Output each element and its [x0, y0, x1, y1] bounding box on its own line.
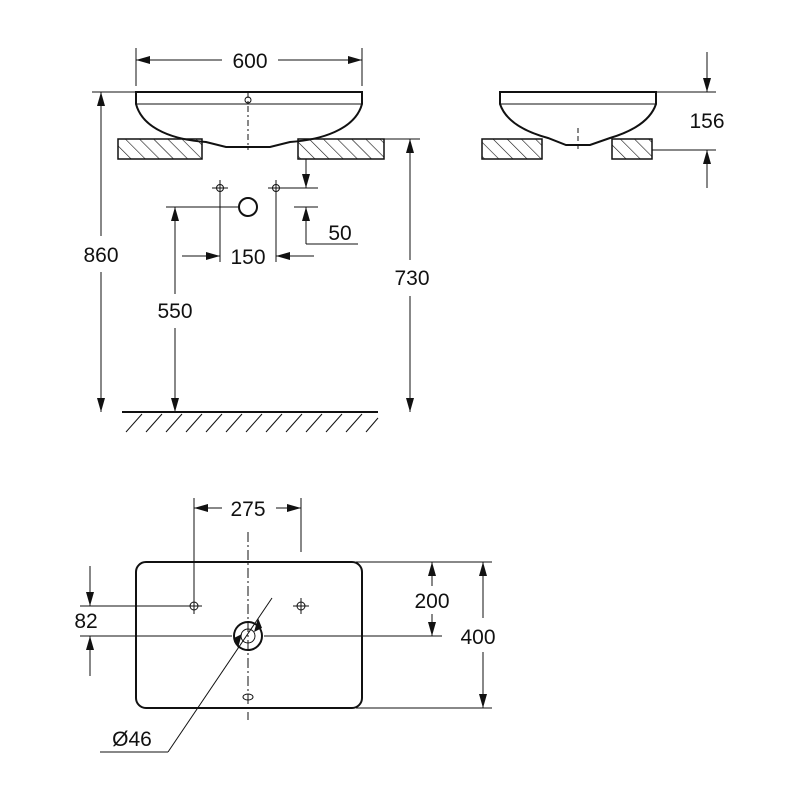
dim-label-275: 275 [230, 498, 265, 521]
front-elevation-view: 600 860 730 [83, 48, 430, 433]
connection-points [212, 180, 284, 217]
dimension-top-basin-depth: 400 [356, 562, 496, 709]
basin-top-outline [135, 561, 363, 709]
dim-label-400: 400 [460, 626, 495, 649]
dim-label-82: 82 [74, 610, 97, 633]
dimension-basin-width: 600 [135, 48, 363, 86]
top-tap-holes [186, 598, 309, 614]
dimension-rim-height: 730 [384, 138, 430, 412]
dimension-top-tap-offset: 82 [74, 566, 232, 676]
dimension-top-tap-spacing: 275 [193, 498, 302, 600]
dim-label-200: 200 [414, 590, 449, 613]
dim-label-diameter-46: Ø46 [112, 728, 152, 751]
floor-hatch [122, 411, 379, 433]
dim-label-50: 50 [328, 222, 351, 245]
waste-outlet-marker [238, 197, 258, 217]
top-waste-outlet-outer [233, 621, 263, 651]
countertop-right [297, 138, 385, 160]
countertop-left [117, 138, 203, 160]
dimension-overall-height: 860 [83, 91, 136, 412]
countertop-side-left [481, 138, 543, 160]
dim-label-550: 550 [157, 300, 192, 323]
overflow-marker [242, 693, 254, 701]
dimension-waste-diameter: Ø46 [100, 597, 273, 753]
dim-label-150: 150 [230, 246, 265, 269]
dim-label-600: 600 [232, 50, 267, 73]
dimension-top-waste-offset: 200 [264, 561, 492, 637]
dim-label-156: 156 [689, 110, 724, 133]
dimension-basin-depth: 156 [652, 52, 725, 188]
top-view: 275 82 200 400 [74, 498, 496, 753]
side-elevation-view: 156 [481, 52, 725, 188]
countertop-side-right [611, 138, 653, 160]
dimension-waste-height: 550 [157, 206, 240, 412]
dim-label-730: 730 [394, 267, 429, 290]
dim-label-860: 860 [83, 244, 118, 267]
basin-front-outline [135, 91, 363, 148]
tap-hole-marker [244, 96, 252, 104]
dimension-tap-drop: 50 [284, 159, 358, 245]
